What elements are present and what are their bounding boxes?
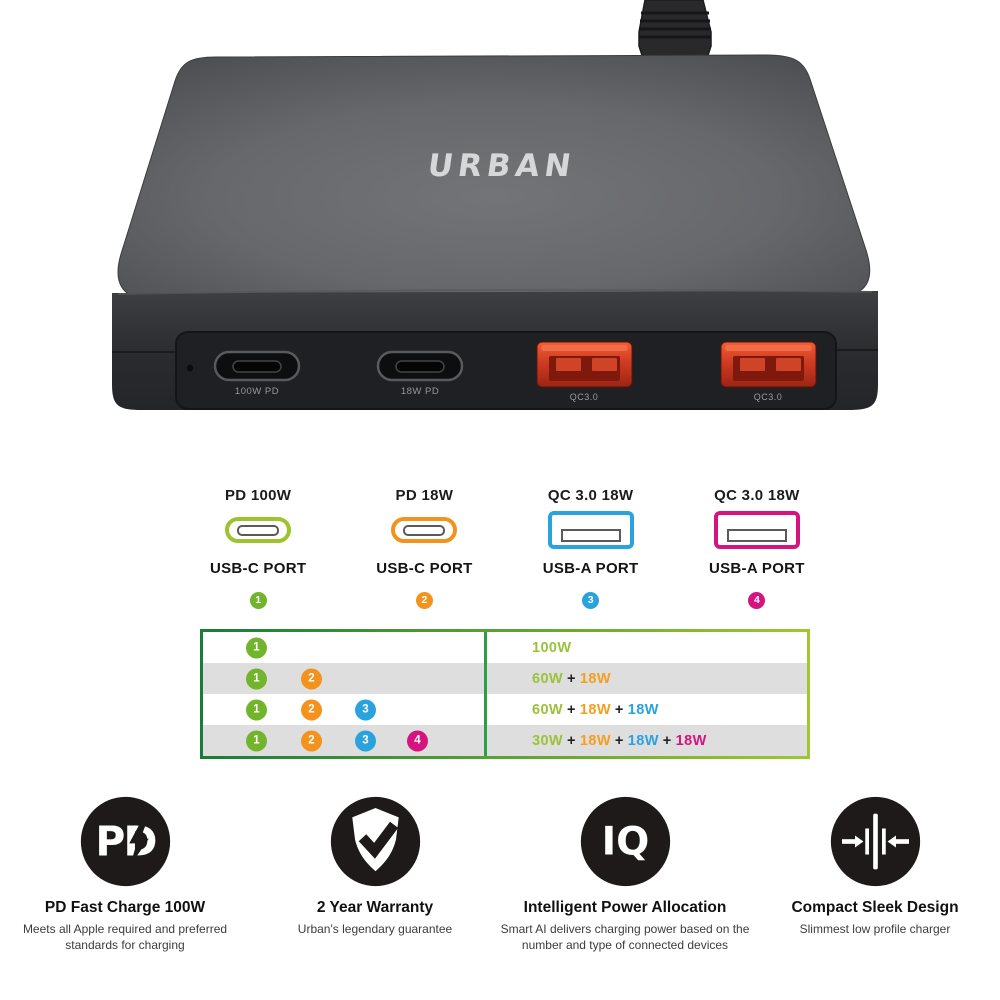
device-usba-port-1: QC3.0 bbox=[536, 341, 633, 402]
port-type-label: USB-A PORT bbox=[708, 560, 805, 577]
svg-text:IQ: IQ bbox=[601, 820, 649, 865]
feature-title: PD Fast Charge 100W bbox=[44, 899, 206, 916]
plus-separator: + bbox=[567, 670, 576, 687]
brand-logo: URBAN bbox=[425, 148, 578, 184]
legend-col-3: QC 3.0 18W USB-A PORT 3 bbox=[508, 487, 674, 609]
port-type-label: USB-A PORT bbox=[542, 560, 639, 577]
usb-c-port-icon bbox=[225, 517, 292, 543]
usb-c-slot bbox=[403, 524, 446, 536]
output-wattage: 60W bbox=[532, 701, 564, 718]
allocation-output-cell: 30W+18W+18W+18W bbox=[487, 733, 707, 749]
allocation-row: 1 100W bbox=[203, 632, 807, 663]
feature-compact-design: Compact Sleek Design Slimmest low profil… bbox=[750, 795, 1000, 953]
port-number-badge: 2 bbox=[415, 592, 433, 609]
iq-icon: IQ bbox=[580, 796, 670, 887]
usb-a-port-icon bbox=[547, 511, 634, 549]
allocation-output-cell: 100W bbox=[487, 640, 571, 656]
port-number-badge: 2 bbox=[301, 730, 322, 751]
legend-header: PD 100W bbox=[224, 487, 292, 504]
plus-separator: + bbox=[567, 701, 576, 718]
feature-title: Intelligent Power Allocation bbox=[523, 899, 727, 916]
feature-row: PD PD Fast Charge 100W Meets all Apple r… bbox=[0, 795, 1000, 953]
charger-device-image: URBAN 100W PD 18W PD bbox=[0, 0, 1000, 430]
device-port-label: 100W PD bbox=[235, 386, 279, 397]
feature-intelligent-power: IQ Intelligent Power Allocation Smart AI… bbox=[500, 795, 750, 953]
port-number-badge: 1 bbox=[246, 730, 267, 751]
allocation-ports-cell: 1 2 3 4 bbox=[203, 725, 487, 756]
allocation-ports-cell: 1 bbox=[203, 632, 487, 663]
allocation-output-cell: 60W+18W+18W bbox=[487, 702, 659, 718]
port-number-badge: 1 bbox=[246, 637, 267, 658]
port-type-label: USB-C PORT bbox=[376, 560, 473, 577]
svg-text:PD: PD bbox=[95, 817, 155, 865]
feature-pd-fast-charge: PD PD Fast Charge 100W Meets all Apple r… bbox=[0, 795, 250, 953]
allocation-output-cell: 60W+18W bbox=[487, 671, 611, 687]
output-wattage: 18W bbox=[579, 701, 611, 718]
plus-separator: + bbox=[614, 732, 624, 749]
port-number-badge: 1 bbox=[249, 592, 267, 609]
device-port-label: QC3.0 bbox=[570, 392, 599, 402]
usb-c-slot bbox=[237, 524, 280, 536]
device-port-label: QC3.0 bbox=[754, 392, 783, 402]
legend-header: QC 3.0 18W bbox=[547, 487, 634, 504]
port-number-badge: 1 bbox=[246, 699, 267, 720]
output-wattage: 60W bbox=[532, 670, 564, 687]
usb-a-slot bbox=[726, 529, 787, 542]
output-wattage: 30W bbox=[532, 732, 564, 749]
device-usbc-port-1: 100W PD bbox=[213, 350, 301, 397]
feature-warranty: 2 Year Warranty Urban's legendary guaran… bbox=[250, 795, 500, 953]
feature-subtitle: Slimmest low profile charger bbox=[799, 922, 951, 936]
feature-subtitle: Smart AI delivers charging power based o… bbox=[500, 922, 750, 952]
feature-title: Compact Sleek Design bbox=[791, 899, 959, 916]
output-wattage: 18W bbox=[627, 701, 659, 718]
plus-separator: + bbox=[567, 732, 576, 749]
allocation-ports-cell: 1 2 3 bbox=[203, 694, 487, 725]
compress-icon bbox=[830, 796, 920, 887]
feature-subtitle: Urban's legendary guarantee bbox=[297, 922, 453, 936]
feature-title: 2 Year Warranty bbox=[316, 899, 434, 916]
legend-col-4: QC 3.0 18W USB-A PORT 4 bbox=[674, 487, 840, 609]
charger-device-svg: URBAN 100W PD 18W PD bbox=[112, 0, 878, 410]
pd-bolt-icon: PD bbox=[80, 796, 170, 887]
usb-a-port-icon bbox=[713, 511, 800, 549]
port-number-badge: 4 bbox=[407, 730, 428, 751]
device-usba-port-2: QC3.0 bbox=[720, 341, 817, 402]
device-usbc-port-2: 18W PD bbox=[376, 350, 464, 397]
plus-separator: + bbox=[614, 701, 624, 718]
output-wattage: 18W bbox=[627, 732, 659, 749]
shield-check-icon bbox=[330, 796, 420, 887]
output-wattage: 18W bbox=[579, 732, 611, 749]
port-number-badge: 3 bbox=[355, 730, 376, 751]
legend-col-2: PD 18W USB-C PORT 2 bbox=[341, 487, 507, 609]
port-number-badge: 3 bbox=[582, 592, 600, 609]
port-panel bbox=[175, 331, 837, 410]
feature-subtitle: Meets all Apple required and preferred s… bbox=[22, 922, 228, 952]
legend-header: QC 3.0 18W bbox=[714, 487, 800, 504]
device-port-label: 18W PD bbox=[401, 386, 439, 397]
port-type-label: USB-C PORT bbox=[209, 560, 307, 577]
port-number-badge: 3 bbox=[355, 699, 376, 720]
usb-c-port-icon bbox=[391, 517, 458, 543]
port-number-badge: 2 bbox=[301, 668, 322, 689]
legend-col-1: PD 100W USB-C PORT 1 bbox=[175, 487, 341, 609]
status-led bbox=[186, 364, 194, 372]
port-number-badge: 4 bbox=[748, 592, 766, 609]
output-wattage: 100W bbox=[532, 639, 572, 656]
usb-a-slot bbox=[560, 529, 621, 542]
port-legend: PD 100W USB-C PORT 1 PD 18W USB-C PORT 2… bbox=[175, 487, 840, 609]
port-number-badge: 1 bbox=[246, 668, 267, 689]
legend-header: PD 18W bbox=[395, 487, 454, 504]
output-wattage: 18W bbox=[579, 670, 611, 687]
output-wattage: 18W bbox=[675, 732, 707, 749]
plus-separator: + bbox=[662, 732, 672, 749]
port-number-badge: 2 bbox=[301, 699, 322, 720]
